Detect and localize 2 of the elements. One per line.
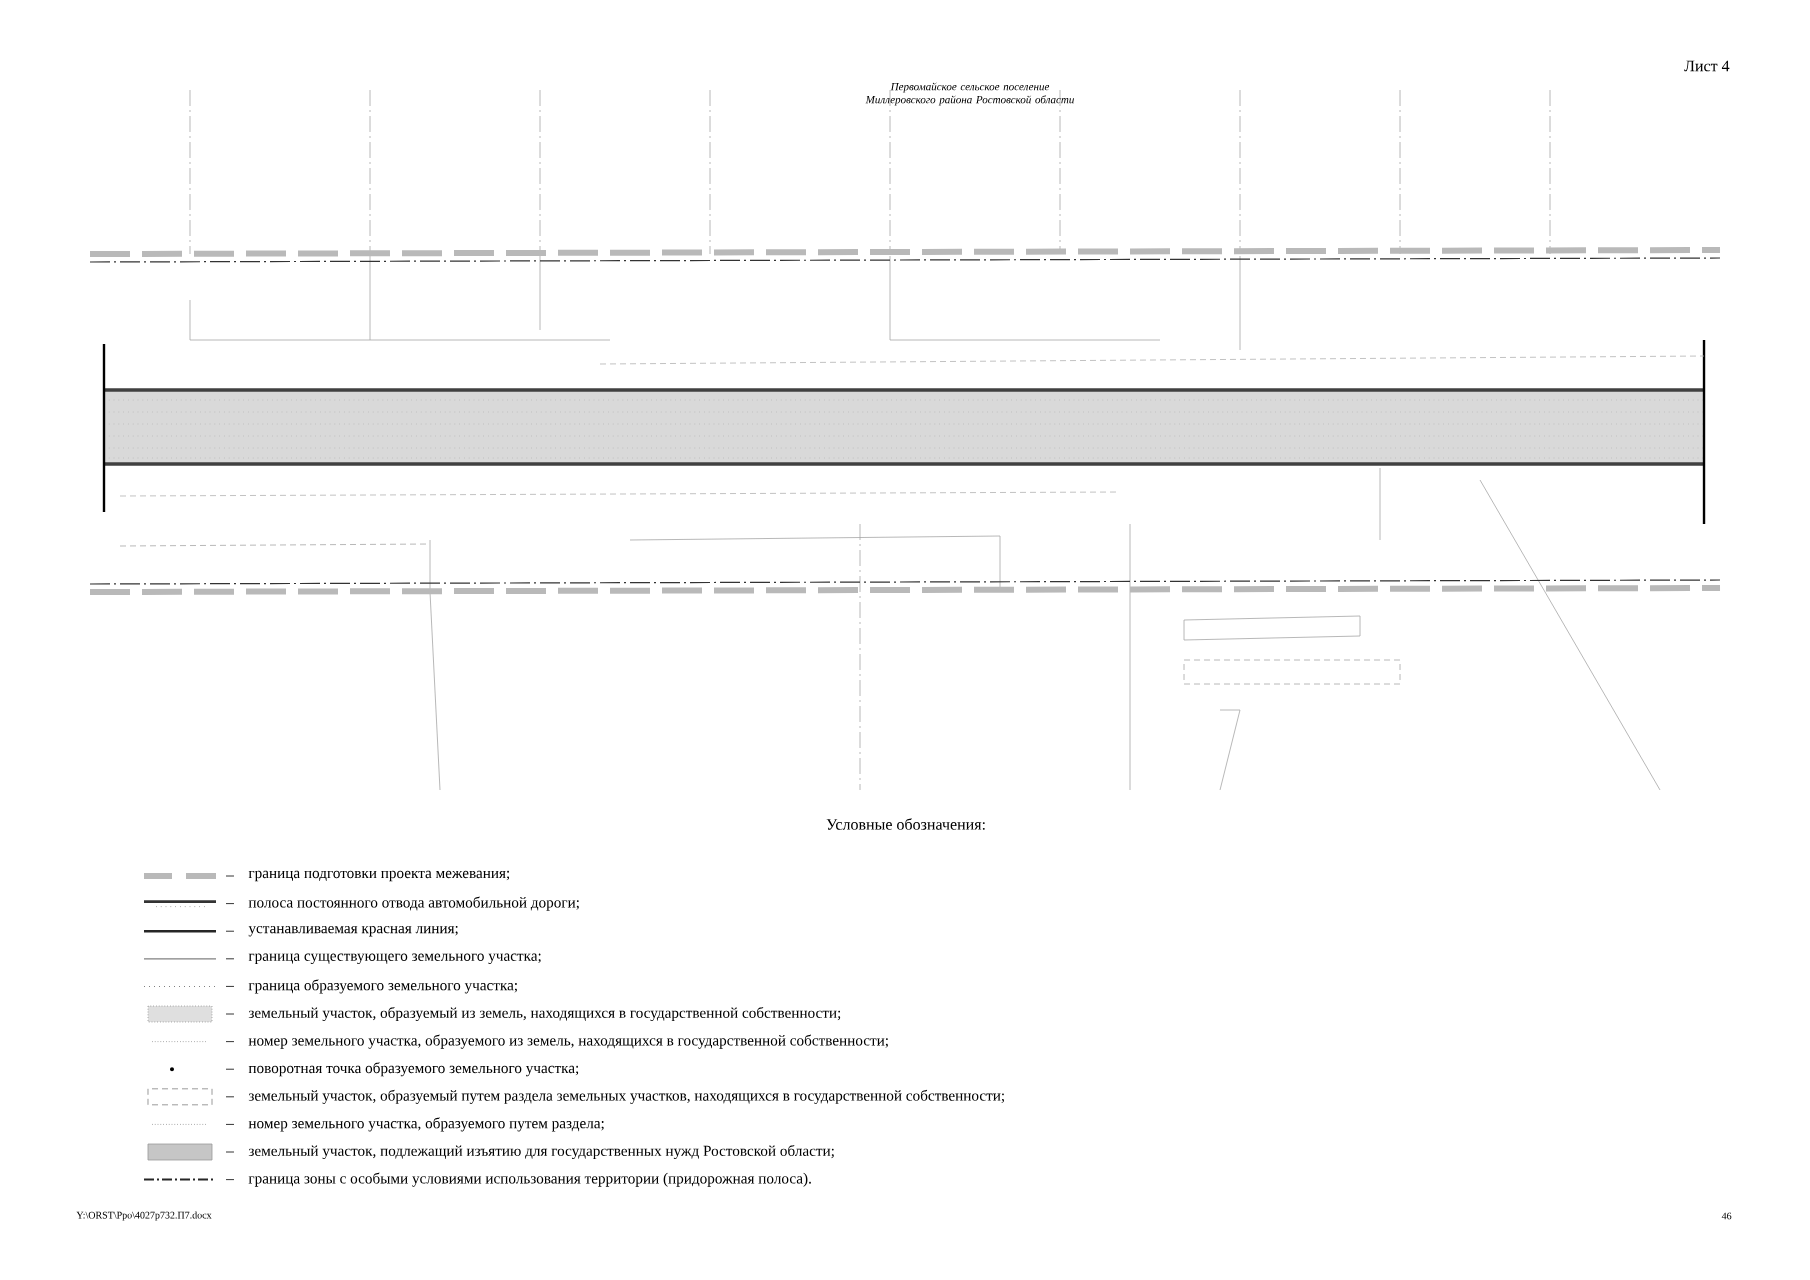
sheet-number: Лист 4 bbox=[1684, 60, 1730, 72]
legend-title: Условные обозначения: bbox=[826, 818, 985, 830]
